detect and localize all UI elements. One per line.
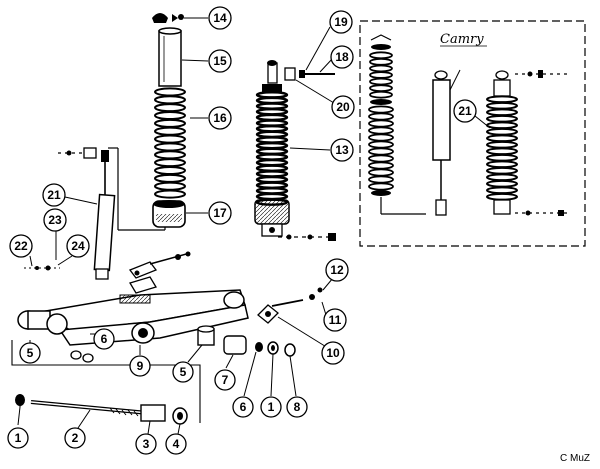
small-hardware-22-24 [24, 265, 60, 271]
nut-4 [172, 407, 188, 425]
adjuster-10-12 [257, 287, 323, 324]
spacer-3 [140, 404, 166, 422]
callout-c3: 3 [135, 433, 157, 455]
callout-number: 20 [336, 100, 350, 114]
inset-damper [432, 69, 461, 216]
callout-number: 6 [240, 400, 247, 414]
axle-2 [15, 394, 149, 417]
callout-c11: 11 [323, 308, 347, 332]
callout-number: 19 [334, 15, 348, 29]
callout-c2: 2 [64, 427, 86, 449]
callout-number: 1 [15, 431, 22, 445]
callout-c20: 20 [331, 95, 355, 119]
bushing-5b [197, 325, 215, 346]
callout-c19: 19 [329, 10, 353, 34]
callout-c15: 15 [208, 49, 232, 73]
callout-number: 5 [180, 365, 187, 379]
callout-number: 17 [213, 206, 227, 220]
washers-6b-1-8 [255, 341, 296, 357]
credit-text: C MuZ [560, 453, 590, 464]
callout-c23: 23 [43, 208, 67, 232]
inset-spring-stack [368, 34, 426, 215]
callout-number: 2 [72, 431, 79, 445]
lower-mount-17 [152, 200, 186, 228]
bolt-18 [299, 70, 335, 78]
callout-c18: 18 [330, 45, 354, 69]
callout-number: 13 [335, 143, 349, 157]
callout-number: 11 [329, 313, 342, 327]
callout-number: 3 [143, 437, 150, 451]
callout-number: 9 [137, 359, 144, 373]
shock-absorber-13 [254, 60, 290, 237]
callout-c21a: 21 [42, 183, 66, 207]
sleeve-7 [223, 335, 247, 355]
top-cap-14 [152, 13, 184, 23]
camry-inset: Camry [359, 20, 586, 247]
callout-number: 10 [326, 346, 340, 360]
callout-c10: 10 [321, 341, 345, 365]
callout-number: 21 [47, 188, 61, 202]
callout-c5a: 5 [19, 342, 41, 364]
callout-c12: 12 [325, 258, 349, 282]
callout-number: 23 [48, 213, 62, 227]
callout-number: 12 [330, 263, 344, 277]
callout-number: 16 [213, 111, 227, 125]
callout-number: 24 [71, 239, 85, 253]
grouping-lines [11, 340, 201, 423]
bushing-20 [284, 67, 296, 81]
callout-number: 7 [222, 373, 229, 387]
callout-number: 5 [27, 346, 34, 360]
washers-6a [70, 350, 94, 363]
callout-number: 22 [14, 239, 28, 253]
callout-c16: 16 [208, 106, 232, 130]
callout-number: 14 [213, 11, 227, 25]
callout-number: 4 [173, 437, 180, 451]
callout-c5b: 5 [172, 361, 194, 383]
callout-c6b: 6 [232, 396, 254, 418]
callout-c22: 22 [9, 234, 33, 258]
callout-c1b: 1 [7, 427, 29, 449]
callout-c13: 13 [330, 138, 354, 162]
callout-number: 18 [335, 50, 349, 64]
callout-c6a: 6 [93, 328, 115, 350]
callout-c24: 24 [66, 234, 90, 258]
callout-c4: 4 [165, 433, 187, 455]
callout-c21b: 21 [453, 99, 477, 123]
bracket-bolt [128, 251, 191, 279]
coil-spring-16 [154, 87, 186, 199]
callout-c9: 9 [129, 355, 151, 377]
callout-number: 21 [458, 104, 472, 118]
damper-21 [58, 147, 166, 280]
callout-c8: 8 [286, 396, 308, 418]
callout-number: 8 [294, 400, 301, 414]
callout-c17: 17 [208, 201, 232, 225]
callout-c1a: 1 [260, 396, 282, 418]
inset-coilover-21 [486, 70, 570, 216]
callout-c14: 14 [208, 6, 232, 30]
lower-bolt-13 [278, 233, 336, 241]
callout-c7: 7 [214, 369, 236, 391]
callout-number: 6 [101, 332, 108, 346]
dust-tube-15 [158, 27, 182, 87]
leader-lines [17, 17, 491, 435]
callout-number: 1 [268, 400, 275, 414]
callout-number: 15 [213, 54, 227, 68]
inset-title: Camry [440, 32, 484, 47]
